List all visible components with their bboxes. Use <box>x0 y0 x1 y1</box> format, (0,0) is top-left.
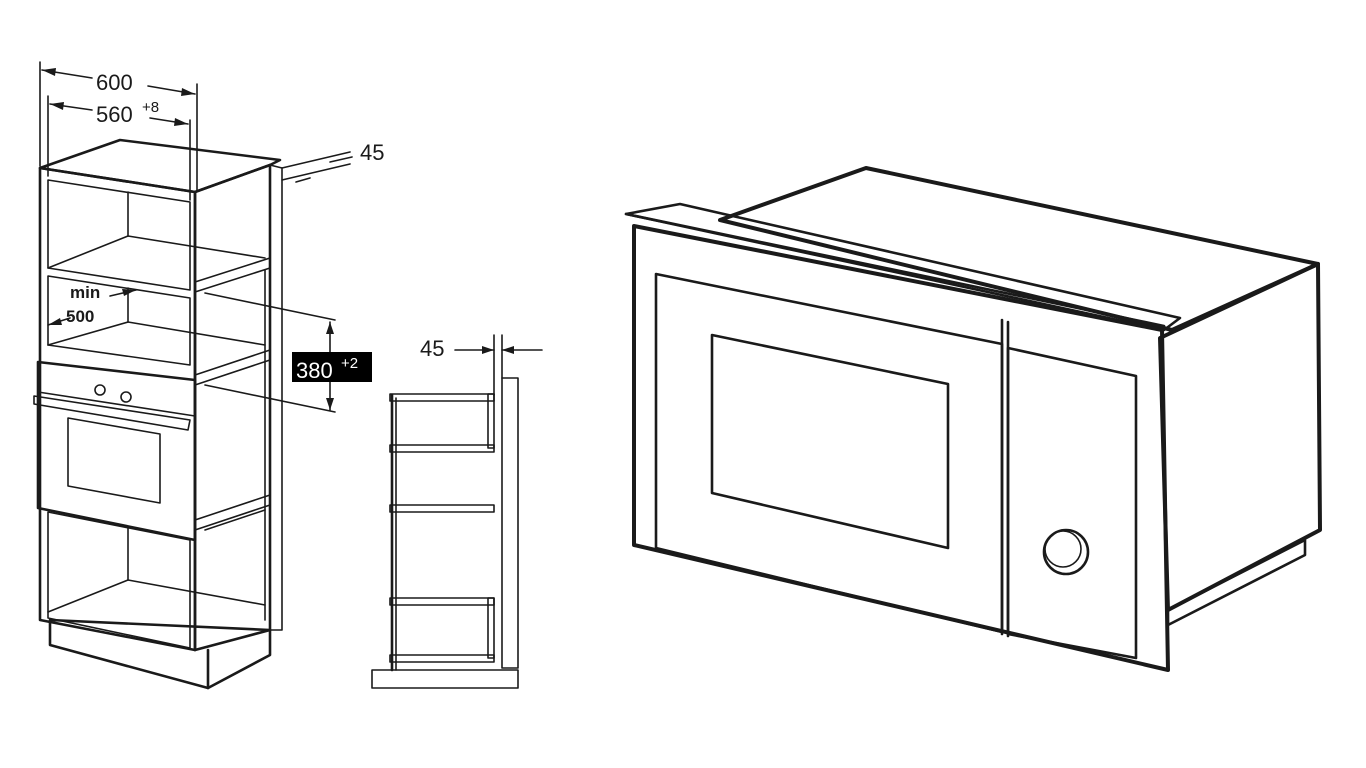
microwave-trim <box>624 202 1182 332</box>
microwave-knob-icon <box>1042 528 1090 576</box>
cabinet-dimension-lines <box>39 61 353 413</box>
cabinet-top <box>38 138 282 194</box>
microwave-side <box>1158 262 1322 612</box>
min-label: min <box>70 283 100 302</box>
niche-height-tolerance: +2 <box>341 355 358 372</box>
floor <box>371 669 519 689</box>
niche-width-label: 560 <box>96 102 133 127</box>
microwave-control-panel <box>1006 346 1138 660</box>
cabinet-side <box>193 163 272 652</box>
microwave-drawing <box>624 166 1322 672</box>
rear-gap-label: 45 <box>360 140 384 165</box>
oven <box>36 360 197 542</box>
overall-width-label: 600 <box>96 70 133 95</box>
niche-width-tolerance: +8 <box>142 99 159 116</box>
side-gap-label: 45 <box>420 336 444 361</box>
side-section-drawing <box>371 334 543 689</box>
tall-cabinet-drawing <box>33 138 283 690</box>
wall <box>501 377 519 669</box>
oven-handle <box>33 395 191 431</box>
oven-knob-icon <box>120 391 132 403</box>
oven-window <box>67 417 161 504</box>
microwave-window <box>710 333 950 550</box>
min-value-label: 500 <box>66 307 94 326</box>
microwave-door <box>654 272 1004 634</box>
oven-knob-icon <box>94 384 106 396</box>
niche-height-label: 380 <box>296 358 333 383</box>
niche-height-highlight <box>292 352 372 382</box>
microwave-front-frame <box>632 224 1170 672</box>
